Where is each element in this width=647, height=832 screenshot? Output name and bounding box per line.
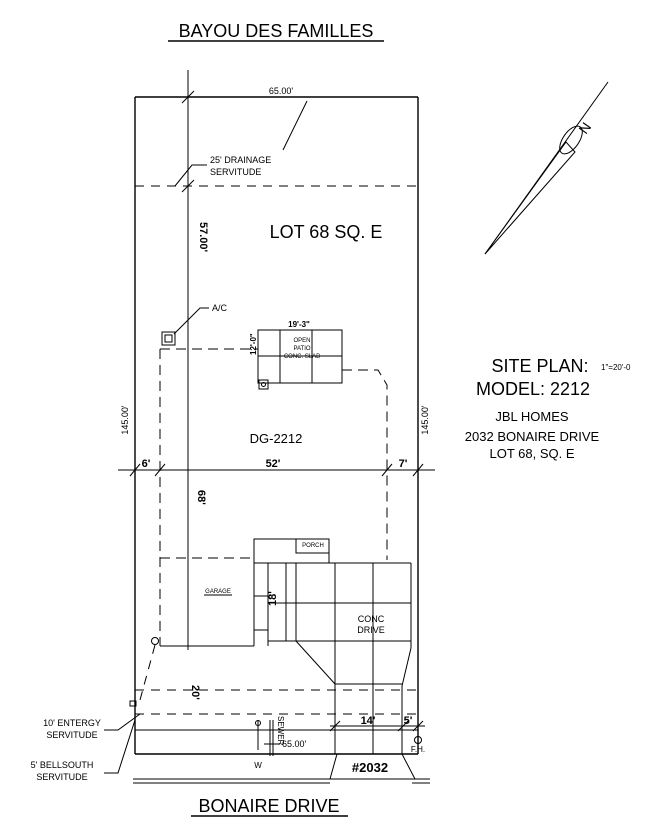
title-address: 2032 BONAIRE DRIVE bbox=[465, 429, 600, 444]
dim-house-width: 52' bbox=[266, 458, 281, 470]
drive-label-2: DRIVE bbox=[357, 625, 385, 635]
drainage-leader bbox=[174, 164, 207, 187]
drainage-servitude-label-2: SERVITUDE bbox=[210, 167, 261, 177]
ac-leader bbox=[173, 307, 209, 335]
garage-label: GARAGE bbox=[205, 589, 231, 595]
north-label: N bbox=[575, 119, 594, 136]
dim-rear-setback: 57.00' bbox=[197, 222, 209, 253]
bellsouth-servitude-label-2: SERVITUDE bbox=[36, 772, 87, 782]
dim-side-left: 6' bbox=[142, 458, 151, 470]
entergy-servitude-label-2: SERVITUDE bbox=[46, 730, 97, 740]
fire-hydrant-symbol bbox=[414, 736, 422, 744]
title-scale: 1"=20'-0 bbox=[601, 363, 631, 372]
dim-drive-width: 14' bbox=[361, 715, 376, 727]
dim-tick bbox=[181, 179, 195, 193]
dim-left-depth: 145.00' bbox=[120, 405, 130, 435]
north-arrow: N bbox=[484, 81, 609, 255]
dim-tick bbox=[412, 720, 424, 732]
entergy-leader bbox=[104, 713, 141, 731]
lot-label: LOT 68 SQ. E bbox=[270, 222, 383, 242]
dim-tick bbox=[154, 463, 166, 477]
dim-tick bbox=[181, 90, 195, 104]
lot-boundary bbox=[134, 96, 419, 755]
water-label: W bbox=[254, 761, 262, 770]
patio-label-3: CONC. SLAB bbox=[284, 354, 320, 360]
dim-side-right: 7' bbox=[399, 458, 408, 470]
entergy-servitude-label-1: 10' ENTERGY bbox=[43, 718, 101, 728]
utility-box bbox=[129, 700, 137, 707]
drainage-servitude-label-1: 25' DRAINAGE bbox=[210, 155, 271, 165]
dim-patio-depth: 12'-0" bbox=[249, 333, 258, 355]
title-lot: LOT 68, SQ. E bbox=[489, 446, 574, 461]
dim-top-width: 65.00' bbox=[269, 86, 294, 96]
title-heading: SITE PLAN: bbox=[491, 356, 588, 376]
title-block: SITE PLAN: 1"=20'-0 MODEL: 2212 JBL HOME… bbox=[465, 356, 631, 461]
driveway bbox=[268, 562, 412, 754]
dim-right-depth: 145.00' bbox=[420, 405, 430, 435]
ac-unit bbox=[161, 331, 176, 346]
dim-house-depth: 68' bbox=[195, 490, 207, 505]
house-model-label: DG-2212 bbox=[250, 431, 303, 446]
drive-label-1: CONC bbox=[358, 614, 385, 624]
dim-tick bbox=[129, 463, 141, 477]
dim-tick bbox=[397, 720, 409, 732]
dim-tick bbox=[412, 463, 424, 477]
street-name-bottom: BONAIRE DRIVE bbox=[198, 796, 339, 816]
dim-front-setback: 20' bbox=[189, 685, 201, 700]
bellsouth-leader bbox=[104, 719, 136, 774]
dim-garage-depth: 18' bbox=[267, 591, 279, 606]
patio-label-1: OPEN bbox=[293, 338, 310, 344]
ac-label: A/C bbox=[212, 303, 228, 313]
ac-unit-inner bbox=[164, 334, 173, 343]
dim-bottom-width: 65.00' bbox=[282, 739, 307, 749]
garage-front bbox=[253, 558, 269, 646]
dim-tick bbox=[381, 463, 393, 477]
water-meter-symbol bbox=[255, 720, 261, 726]
porch-label: PORCH bbox=[302, 543, 324, 549]
dim-drive-offset: 5' bbox=[404, 715, 413, 727]
street-name-top: BAYOU DES FAMILLES bbox=[179, 21, 374, 41]
patio-label-2: PATIO bbox=[293, 346, 310, 352]
dim-tick bbox=[329, 720, 341, 732]
fire-hydrant-label: F.H. bbox=[411, 745, 425, 754]
title-model: MODEL: 2212 bbox=[476, 379, 590, 399]
drainage-leader-top bbox=[282, 100, 308, 151]
patio bbox=[257, 329, 343, 390]
sewer-label: SEWER bbox=[276, 716, 285, 746]
address-number: #2032 bbox=[352, 760, 388, 775]
address-apron bbox=[329, 753, 416, 780]
porch-inner bbox=[295, 538, 330, 554]
dim-patio-width: 19'-3" bbox=[288, 320, 310, 329]
bellsouth-servitude-label-1: 5' BELLSOUTH bbox=[31, 760, 94, 770]
title-builder: JBL HOMES bbox=[495, 409, 569, 424]
house-outline bbox=[159, 348, 388, 647]
utility-line bbox=[139, 644, 156, 701]
utility-pole-symbol bbox=[151, 637, 159, 645]
